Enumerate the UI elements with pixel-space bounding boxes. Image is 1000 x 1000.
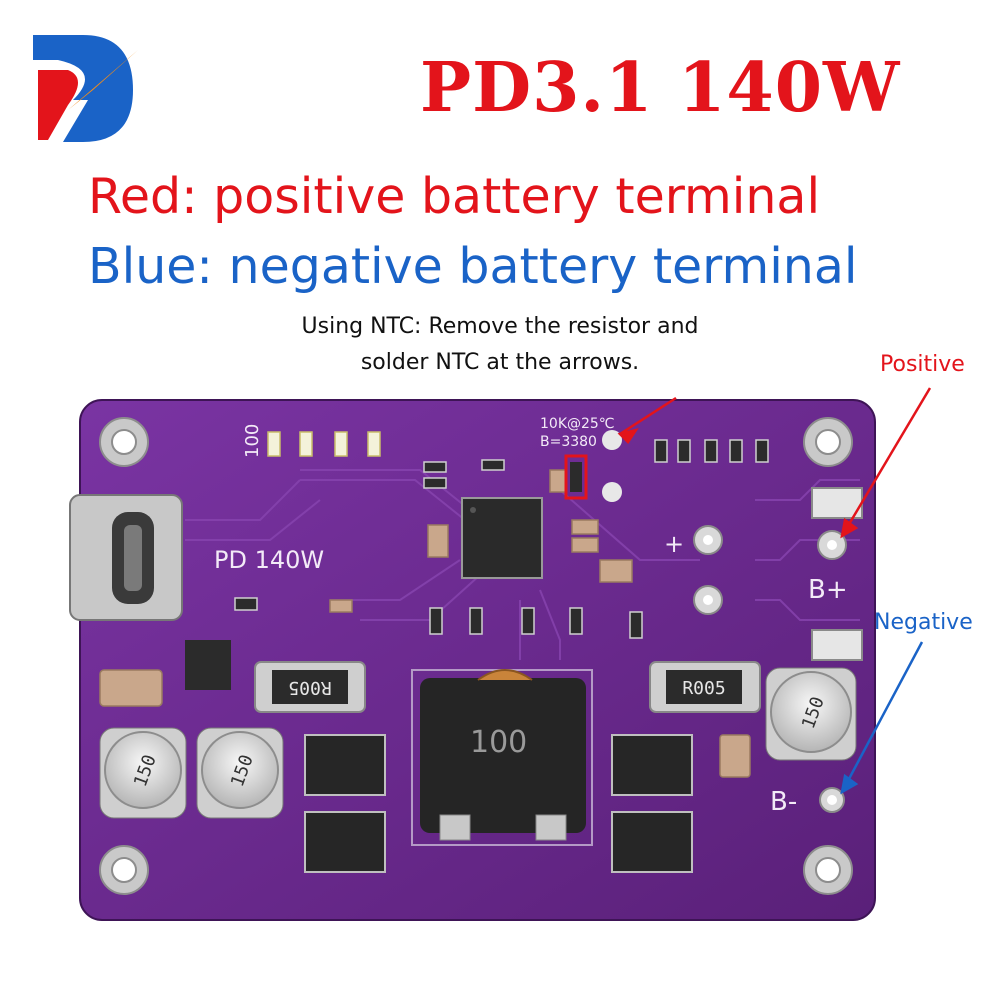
b-plus-silkscreen: B+ [808, 575, 848, 605]
usb-c-connector [69, 494, 183, 621]
negative-arrow [840, 641, 924, 793]
mosfet-ic-small [185, 640, 231, 690]
brand-logo-icon [33, 35, 138, 142]
pcb-traces [185, 469, 860, 660]
controller-ic [461, 497, 543, 579]
shunt-left-marking: R005 [288, 677, 331, 698]
page-title: PD3.1 140W [420, 48, 901, 128]
b-minus-silkscreen: B- [770, 787, 797, 817]
negative-terminal-legend: Blue: negative battery terminal [88, 238, 858, 295]
power-mosfets [304, 734, 693, 873]
ntc-arrow [619, 396, 677, 436]
ntc-beta-label: B=3380 [540, 434, 597, 450]
positive-callout: Positive [880, 352, 965, 377]
electrolytic-capacitors [99, 667, 857, 819]
ntc-note-line-2: solder NTC at the arrows. [360, 350, 640, 375]
positive-arrow [840, 387, 932, 537]
shunt-resistors [254, 661, 761, 713]
ntc-value-label: 10K@25℃ [540, 416, 615, 432]
mounting-holes [99, 417, 853, 895]
plus-silkscreen: + [664, 530, 684, 558]
shunt-right-marking: R005 [682, 678, 725, 699]
status-leds [267, 431, 381, 457]
annotation-arrows [617, 387, 932, 795]
ntc-note-line-1: Using NTC: Remove the resistor and [301, 314, 699, 339]
positive-terminal-legend: Red: positive battery terminal [88, 168, 821, 225]
smd-components [234, 439, 769, 639]
pd-silkscreen-label: PD 140W [214, 546, 324, 574]
negative-callout: Negative [874, 610, 973, 635]
ntc-resistor-marker [564, 430, 622, 502]
led-silkscreen-label: 100 [242, 424, 263, 458]
power-inductor [411, 669, 593, 846]
inductor-marking: 100 [470, 725, 527, 760]
